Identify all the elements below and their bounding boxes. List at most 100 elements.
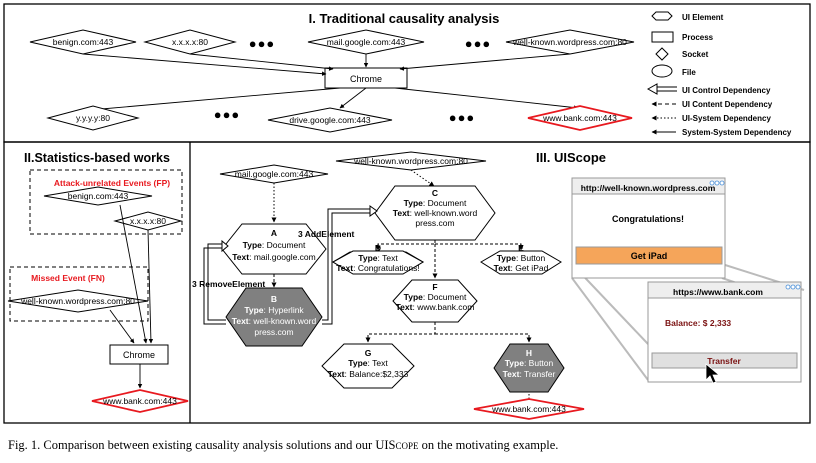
svg-text:www.bank.com:443: www.bank.com:443 <box>491 404 566 414</box>
svg-text:Congratulations!: Congratulations! <box>612 214 684 224</box>
browser-window-icon <box>709 180 725 186</box>
section-bottom-frame <box>3 141 811 424</box>
svg-text:well-known.wordpress.com:80: well-known.wordpress.com:80 <box>353 156 468 166</box>
node-h: H Type: Button Text: Transfer <box>493 343 565 393</box>
figure-diagram: I. Traditional causality analysis benign… <box>3 3 811 424</box>
svg-text:D: D <box>375 243 381 253</box>
svg-text:UI-System Dependency: UI-System Dependency <box>682 114 771 123</box>
svg-text:Socket: Socket <box>682 50 709 59</box>
svg-text:H: H <box>526 348 532 358</box>
socket-wordpress: well-known.wordpress.com:80 <box>505 29 635 55</box>
cursor-icon <box>705 363 721 384</box>
process-legend-icon <box>651 31 674 43</box>
socket-mail-three: mail.google.com:443 <box>219 164 329 184</box>
socket-wordpress-three: well-known.wordpress.com:80 <box>335 151 487 171</box>
svg-text:Type: Text: Type: Text <box>358 253 398 263</box>
svg-text:Text: well-known.word: Text: well-known.word <box>232 316 317 326</box>
svg-text:Type: Button: Type: Button <box>497 253 546 263</box>
node-b: B Type: Hyperlink Text: well-known.word … <box>225 287 323 347</box>
svg-text:UI Content Dependency: UI Content Dependency <box>682 100 773 109</box>
ui-element-legend-icon <box>651 11 673 21</box>
svg-text:UI Element: UI Element <box>682 13 724 22</box>
svg-text:benign.com:443: benign.com:443 <box>68 191 129 201</box>
remove-element-arrow <box>203 243 226 325</box>
fp-box <box>29 169 183 235</box>
svg-text:Chrome: Chrome <box>350 74 382 84</box>
svg-text:drive.google.com:443: drive.google.com:443 <box>289 115 371 125</box>
svg-text:x.x.x.x:80: x.x.x.x:80 <box>172 37 208 47</box>
svg-text:Type: Document: Type: Document <box>243 240 306 250</box>
figure-caption: Fig. 1. Comparison between existing caus… <box>8 438 559 452</box>
svg-text:press.com: press.com <box>415 218 454 228</box>
svg-text:C: C <box>432 188 438 198</box>
svg-text:Text: mail.google.com: Text: mail.google.com <box>232 252 315 262</box>
node-f: F Type: Document Text: www.bank.com <box>392 279 478 323</box>
remove-element-label: 3 RemoveElement <box>192 279 265 289</box>
svg-text:mail.google.com:443: mail.google.com:443 <box>235 169 314 179</box>
ellipsis-top-left: ●●● <box>249 36 276 51</box>
ellipsis-bottom-left: ●●● <box>214 107 241 122</box>
svg-text:Text: Get iPad: Text: Get iPad <box>494 263 549 273</box>
svg-text:Text: Balance:$2,333: Text: Balance:$2,333 <box>328 369 409 379</box>
svg-text:Get iPad: Get iPad <box>631 251 668 261</box>
svg-text:B: B <box>271 294 277 304</box>
svg-text:Type: Document: Type: Document <box>404 292 467 302</box>
svg-text:F: F <box>432 282 437 292</box>
fn-label: Missed Event (FN) <box>31 273 105 283</box>
svg-text:Type: Text: Type: Text <box>348 358 388 368</box>
svg-text:https://www.bank.com: https://www.bank.com <box>673 287 763 297</box>
svg-text:www.bank.com:443: www.bank.com:443 <box>102 396 177 406</box>
socket-mail-google: mail.google.com:443 <box>307 29 425 55</box>
socket-drive-google: drive.google.com:443 <box>267 107 393 133</box>
svg-text:Chrome: Chrome <box>123 350 155 360</box>
svg-text:http://well-known.wordpress.co: http://well-known.wordpress.com <box>581 183 716 193</box>
section-two-title: II.Statistics-based works <box>24 151 170 165</box>
svg-text:x.x.x.x:80: x.x.x.x:80 <box>130 216 166 226</box>
fp-label: Attack-unrelated Events (FP) <box>54 178 170 188</box>
svg-text:Text: Transfer: Text: Transfer <box>503 369 556 379</box>
svg-text:File: File <box>682 68 696 77</box>
svg-text:Text: www.bank.com: Text: www.bank.com <box>396 302 475 312</box>
add-element-label: 3 AddElement <box>298 229 355 239</box>
section-three-title: III. UIScope <box>536 150 606 165</box>
ellipsis-bottom-right: ●●● <box>449 110 476 125</box>
socket-benign: benign.com:443 <box>29 29 137 55</box>
svg-text:G: G <box>365 348 372 358</box>
socket-legend-icon <box>655 47 669 61</box>
svg-text:Process: Process <box>682 33 714 42</box>
socket-y: y.y.y.y:80 <box>46 105 140 131</box>
node-g: G Type: Text Text: Balance:$2,333 <box>321 343 415 389</box>
file-legend-icon <box>651 64 673 78</box>
svg-text:Type: Button: Type: Button <box>505 358 554 368</box>
node-d: D Type: Text Text: Congratulations! <box>331 243 425 275</box>
svg-text:www.bank.com:443: www.bank.com:443 <box>542 113 617 123</box>
process-chrome-two: Chrome <box>109 344 169 365</box>
socket-x: x.x.x.x:80 <box>143 29 237 55</box>
svg-text:benign.com:443: benign.com:443 <box>53 37 114 47</box>
node-e: E Type: Button Text: Get iPad <box>480 243 562 275</box>
process-chrome-one: Chrome <box>324 67 408 89</box>
svg-text:mail.google.com:443: mail.google.com:443 <box>327 37 406 47</box>
svg-text:Text: Congratulations!: Text: Congratulations! <box>336 263 419 273</box>
legend: UI Element Process Socket File UI Contro… <box>646 11 792 137</box>
node-a: A Type: Document Text: mail.google.com <box>221 223 327 275</box>
double-arrow-legend-icon <box>646 83 677 95</box>
fn-box <box>9 266 149 322</box>
svg-text:Text: well-known.word: Text: well-known.word <box>393 208 478 218</box>
node-c: C Type: Document Text: well-known.word p… <box>374 185 496 241</box>
svg-text:Type: Hyperlink: Type: Hyperlink <box>244 305 304 315</box>
svg-text:press.com: press.com <box>254 327 293 337</box>
browser-window-wordpress: http://well-known.wordpress.com Congratu… <box>571 177 726 279</box>
svg-text:well-known.wordpress.com:80: well-known.wordpress.com:80 <box>20 296 135 306</box>
ellipsis-top-right: ●●● <box>465 36 492 51</box>
section-one-title: I. Traditional causality analysis <box>309 11 500 26</box>
svg-text:E: E <box>518 243 524 253</box>
socket-bank-one: www.bank.com:443 <box>527 105 633 131</box>
svg-text:Balance: $ 2,333: Balance: $ 2,333 <box>665 318 731 328</box>
svg-text:y.y.y.y:80: y.y.y.y:80 <box>76 113 110 123</box>
browser-window-bank: https://www.bank.com Balance: $ 2,333 Tr… <box>647 281 802 384</box>
socket-benign-two: benign.com:443 <box>43 186 153 206</box>
svg-text:Type: Document: Type: Document <box>404 198 467 208</box>
socket-bank-three: www.bank.com:443 <box>473 398 585 420</box>
svg-text:Transfer: Transfer <box>707 356 741 366</box>
